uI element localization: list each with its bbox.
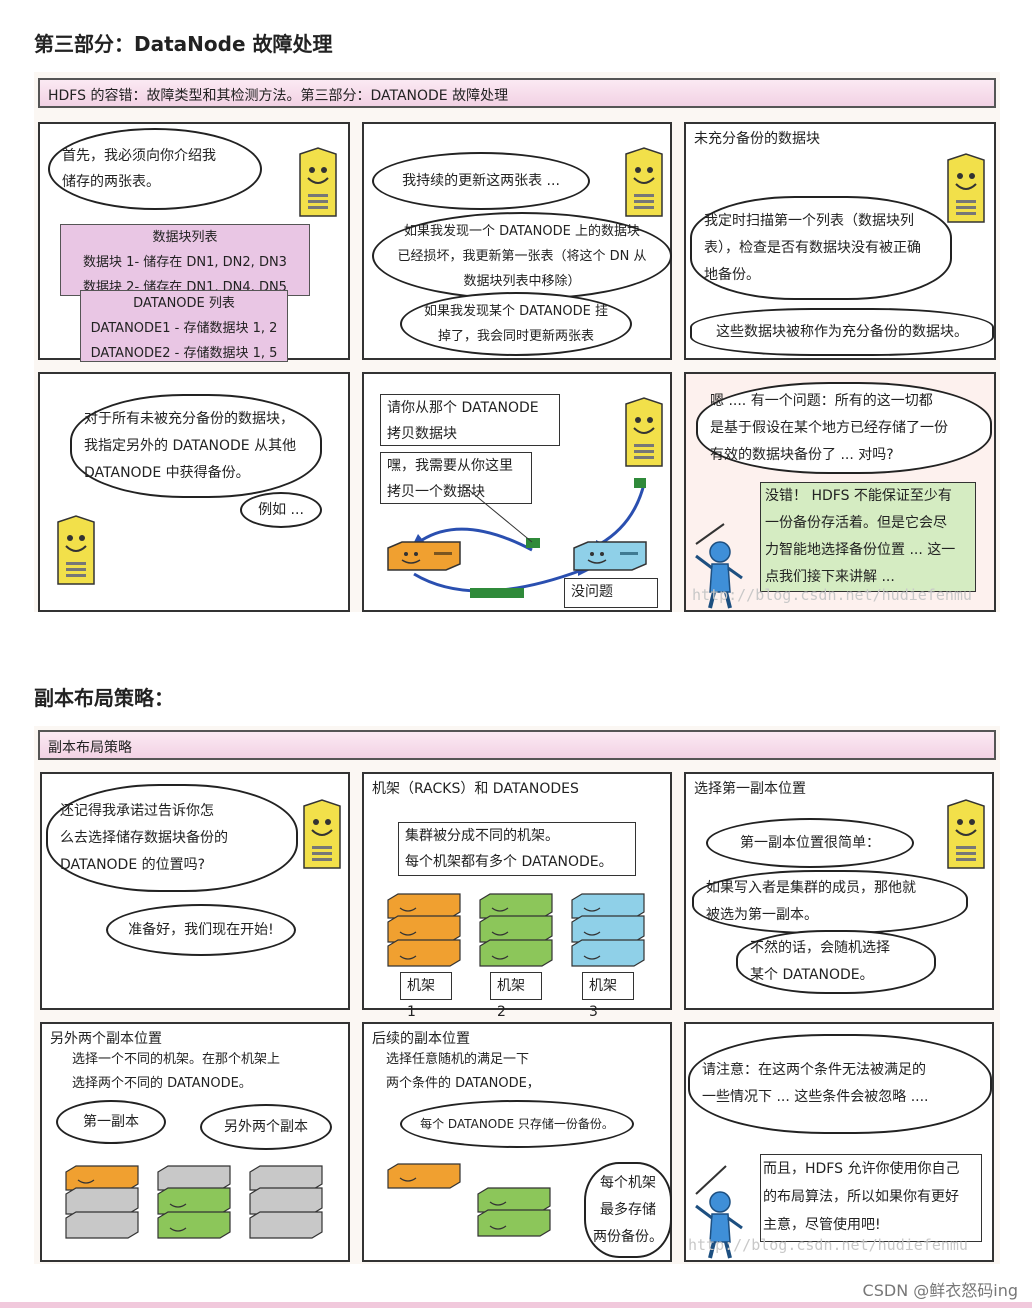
panel-title: 后续的副本位置 (372, 1031, 470, 1047)
panel-copy-block: 请你从那个 DATANODE 拷贝数据块 嘿，我需要从你这里 拷贝一个数据块 (362, 372, 672, 612)
panel-racks: 机架（RACKS）和 DATANODES 集群被分成不同的机架。 每个机架都有多… (362, 772, 672, 1020)
panel-subsequent-replicas: 后续的副本位置 选择任意随机的满足一下 两个条件的 DATANODE， 每个 D… (362, 1022, 672, 1262)
block-list-table: 数据块列表 数据块 1- 储存在 DN1, DN2, DN3 数据块 2- 储存… (60, 224, 310, 296)
panel-note: 请注意：在这两个条件无法被满足的 一些情况下 ... 这些条件会被忽略 ....… (684, 1022, 994, 1262)
speech-bubble: 不然的话，会随机选择 某个 DATANODE。 (736, 930, 936, 994)
info-box: 集群被分成不同的机架。 每个机架都有多个 DATANODE。 (398, 822, 636, 876)
datanode-icon (387, 541, 461, 571)
comic-banner: 副本布局策略 (38, 730, 996, 760)
request-box: 请你从那个 DATANODE 拷贝数据块 (380, 394, 560, 446)
rack-3-datanodes-icon (571, 893, 645, 967)
speech-bubble: 还记得我承诺过告诉你怎 么去选择储存数据块备份的 DATANODE 的位置吗? (46, 784, 298, 892)
comic-replica-placement: 副本布局策略 还记得我承诺过告诉你怎 么去选择储存数据块备份的 DATANODE… (34, 726, 1000, 1264)
block-list-title: 数据块列表 (152, 230, 218, 245)
section-title-datanode-failure: 第三部分：DataNode 故障处理 (34, 32, 333, 56)
namenode-server-icon (57, 515, 95, 585)
datanode-icon (573, 541, 647, 571)
datanode-list-row: DATANODE1 - 存储数据块 1, 2 (90, 321, 278, 336)
namenode-server-icon (625, 147, 663, 217)
caption-bubble: 这些数据块被称作为充分备份的数据块。 (690, 308, 994, 356)
datanode-list-table: DATANODE 列表 DATANODE1 - 存储数据块 1, 2 DATAN… (80, 290, 288, 362)
request-box: 嘿，我需要从你这里 拷贝一个数据块 (380, 452, 532, 504)
rack-2-datanodes-icon (479, 893, 553, 967)
panel-title: 未充分备份的数据块 (694, 131, 820, 147)
section-title-replica-placement: 副本布局策略： (34, 686, 174, 710)
namenode-server-icon (947, 153, 985, 223)
speech-bubble: 例如 ... (240, 492, 322, 528)
speech-bubble: 每个机架 最多存储 两份备份。 (584, 1162, 672, 1258)
client-person-icon (695, 1165, 743, 1259)
info-box: 而且，HDFS 允许你使用你自己 的布局算法，所以如果你有更好 主意，尽管使用吧… (760, 1154, 982, 1242)
datanode-list-row: DATANODE2 - 存储数据块 1, 5 (90, 346, 278, 361)
speech-bubble: 准备好，我们现在开始! (106, 904, 296, 956)
speech-bubble: 如果我发现某个 DATANODE 挂 掉了，我会同时更新两张表 (400, 292, 632, 356)
panel-intro: 还记得我承诺过告诉你怎 么去选择储存数据块备份的 DATANODE 的位置吗? … (40, 772, 350, 1010)
namenode-server-icon (625, 397, 663, 467)
namenode-server-icon (947, 799, 985, 869)
speech-bubble: 请注意：在这两个条件无法被满足的 一些情况下 ... 这些条件会被忽略 .... (688, 1034, 992, 1134)
datanode-icon (387, 1163, 461, 1189)
bottom-divider (0, 1302, 1032, 1308)
rack-label: 机架 1 (400, 972, 452, 1020)
speech-bubble: 每个 DATANODE 只存储一份备份。 (400, 1100, 634, 1148)
datanode-list-title: DATANODE 列表 (133, 296, 235, 311)
speech-bubble: 第一副本位置很简单： (706, 818, 914, 868)
panel-update-tables: 我持续的更新这两张表 ... 如果我发现一个 DATANODE 上的数据块 已经… (362, 122, 672, 360)
reply-box: 没问题 (564, 578, 658, 608)
comic-datanode-failure: HDFS 的容错：故障类型和其检测方法。第三部分：DATANODE 故障处理 首… (34, 72, 1000, 612)
speech-bubble: 另外两个副本 (200, 1104, 332, 1150)
speech-bubble: 我持续的更新这两张表 ... (372, 152, 590, 210)
speech-bubble: 如果写入者是集群的成员，那他就 被选为第一副本。 (692, 870, 968, 934)
namenode-server-icon (299, 147, 337, 217)
panel-under-replicated: 未充分备份的数据块 我定时扫描第一个列表（数据块列 表），检查是否有数据块没有被… (684, 122, 996, 360)
block-list-row: 数据块 1- 储存在 DN1, DN2, DN3 (83, 255, 287, 270)
panel-other-replicas: 另外两个副本位置 选择一个不同的机架。在那个机架上 选择两个不同的 DATANO… (40, 1022, 350, 1262)
rack-first-replica-icon (65, 1165, 139, 1239)
client-person-icon (695, 523, 743, 609)
namenode-server-icon (303, 799, 341, 869)
rack-unused-icon (249, 1165, 323, 1239)
panel-question: 嗯 .... 有一个问题：所有的这一切都 是基于假设在某个地方已经存储了一份 有… (684, 372, 996, 612)
panel-assign-replication: 对于所有未被充分备份的数据块， 我指定另外的 DATANODE 从其他 DATA… (38, 372, 350, 612)
panel-title: 选择第一副本位置 (694, 781, 806, 797)
speech-bubble: 我定时扫描第一个列表（数据块列 表），检查是否有数据块没有被正确 地备份。 (690, 196, 952, 300)
csdn-footer: CSDN @鲜衣怒码ing (862, 1281, 1018, 1300)
panel-first-replica: 选择第一副本位置 第一副本位置很简单： 如果写入者是集群的成员，那他就 被选为第… (684, 772, 994, 1010)
rack-label: 机架 2 (490, 972, 542, 1020)
speech-bubble: 第一副本 (56, 1100, 166, 1144)
description-text: 选择一个不同的机架。在那个机架上 选择两个不同的 DATANODE。 (72, 1052, 281, 1091)
comic-banner: HDFS 的容错：故障类型和其检测方法。第三部分：DATANODE 故障处理 (38, 78, 996, 108)
watermark: http://blog.csdn.net/hudiefenmu (692, 586, 972, 604)
rack-label: 机架 3 (582, 972, 634, 1020)
speech-bubble: 首先，我必须向你介绍我 储存的两张表。 (48, 128, 262, 210)
speech-bubble: 嗯 .... 有一个问题：所有的这一切都 是基于假设在某个地方已经存储了一份 有… (696, 382, 992, 474)
datanode-pair-icon (477, 1187, 551, 1237)
panel-title: 另外两个副本位置 (50, 1031, 162, 1047)
speech-bubble: 对于所有未被充分备份的数据块， 我指定另外的 DATANODE 从其他 DATA… (70, 394, 322, 498)
watermark: http://blog.csdn.net/hudiefenmu (688, 1236, 968, 1254)
panel-title: 机架（RACKS）和 DATANODES (372, 781, 579, 797)
answer-box: 没错！ HDFS 不能保证至少有 一份备份存活着。但是它会尽 力智能地选择备份位… (760, 482, 976, 592)
rack-1-datanodes-icon (387, 893, 461, 967)
rack-other-replicas-icon (157, 1165, 231, 1239)
description-text: 选择任意随机的满足一下 两个条件的 DATANODE， (386, 1052, 540, 1091)
panel-two-tables: 首先，我必须向你介绍我 储存的两张表。 数据块列表 数据块 1- 储存在 DN1… (38, 122, 350, 362)
speech-bubble: 如果我发现一个 DATANODE 上的数据块 已经损坏，我更新第一张表（将这个 … (372, 212, 672, 300)
